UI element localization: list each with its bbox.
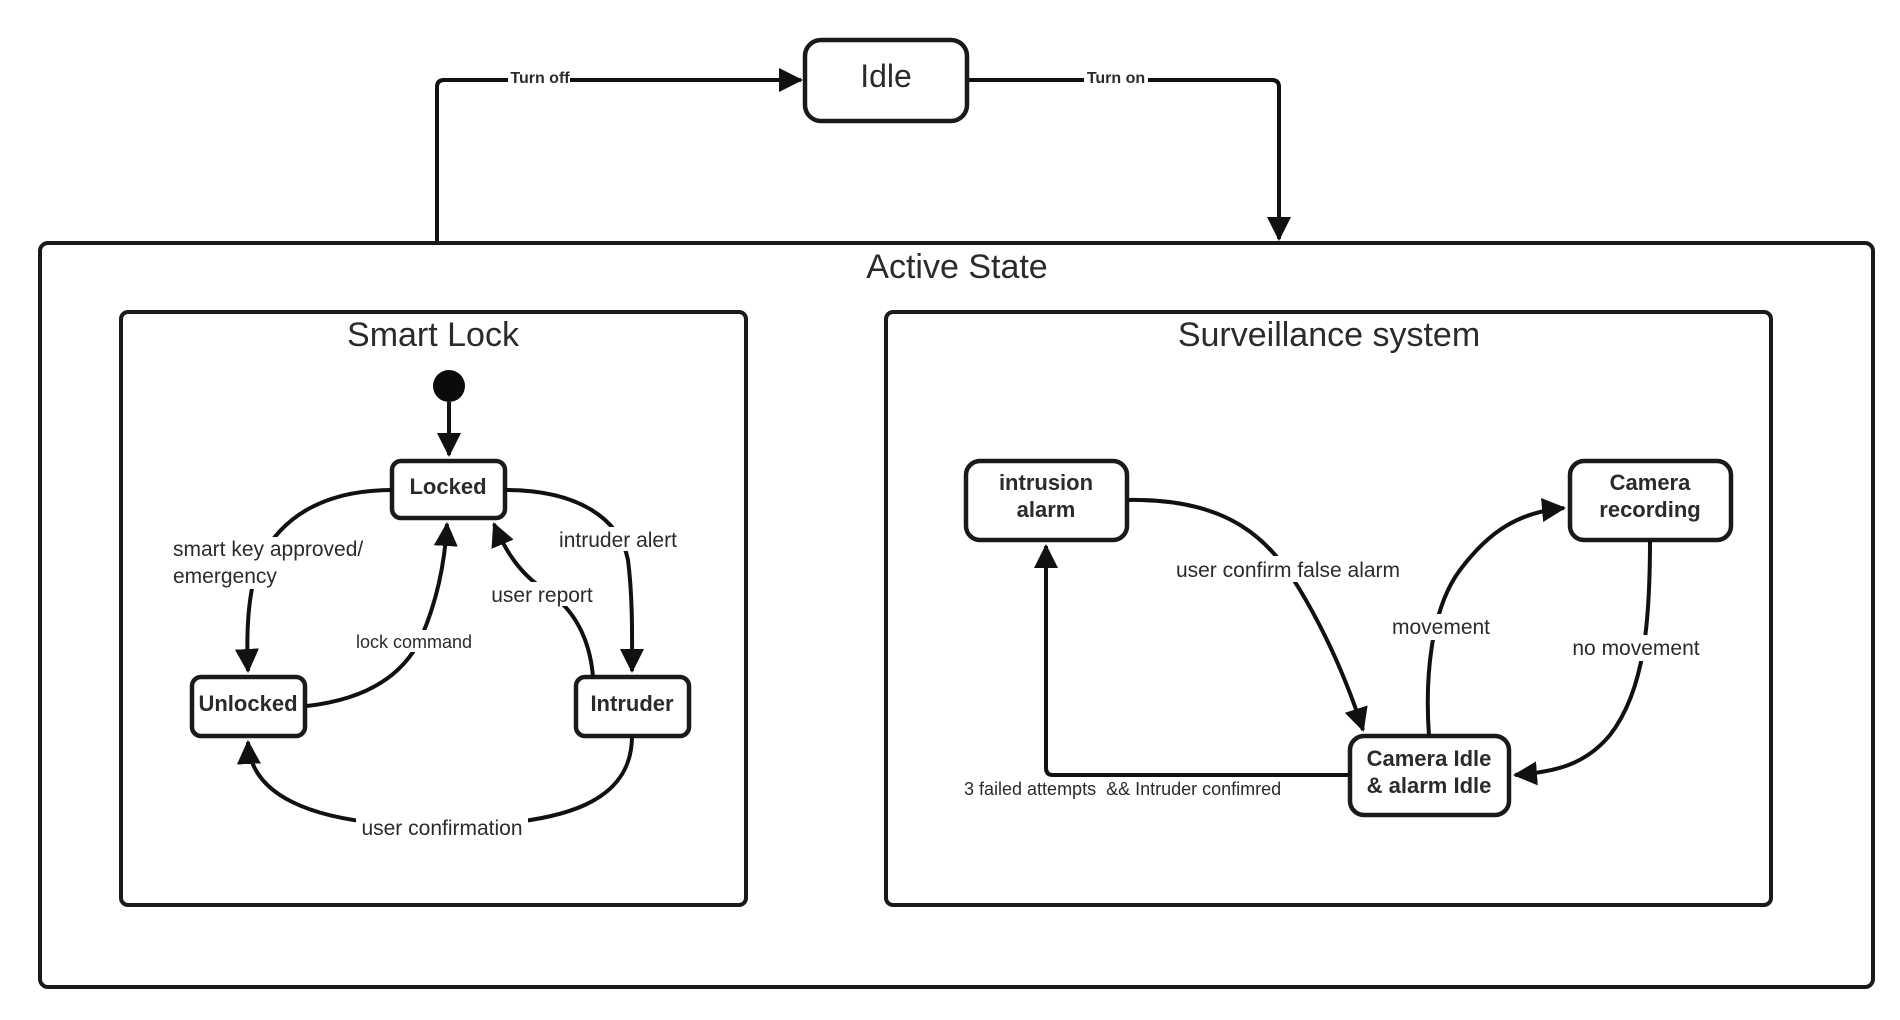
camera-recording-label-line1: Camera: [1610, 470, 1691, 495]
intrusion-alarm-label-line2: alarm: [1017, 497, 1076, 522]
movement-edge: [1425, 498, 1566, 737]
intruder-state-label: Intruder: [590, 691, 674, 716]
lock-command-label: lock command: [356, 632, 472, 652]
idle-state-box[interactable]: [802, 37, 970, 124]
surveillance-region: [884, 310, 1773, 907]
active-state-title: Active State: [866, 248, 1047, 286]
false-alarm-edge: [1126, 497, 1368, 732]
smart-key-label-line2: emergency: [173, 565, 277, 588]
turn-off-label: Turn off: [510, 70, 570, 87]
failed-attempts-edge: [1034, 544, 1350, 777]
smart-key-label-line1: smart key approved/: [173, 538, 363, 561]
intruder-alert-label: intruder alert: [559, 529, 677, 552]
camera-idle-label-line2: & alarm Idle: [1367, 773, 1492, 798]
idle-state-label: Idle: [860, 58, 912, 94]
smart-lock-title: Smart Lock: [347, 316, 520, 354]
user-confirmation-label: user confirmation: [361, 817, 522, 840]
camera-idle-label-line1: Camera Idle: [1367, 746, 1492, 771]
intruder-alert-edge: [504, 488, 645, 673]
turn-off-edge: [435, 68, 803, 242]
surveillance-title: Surveillance system: [1178, 316, 1480, 354]
no-movement-edge: [1513, 539, 1652, 786]
false-alarm-label: user confirm false alarm: [1176, 559, 1400, 582]
initial-state-dot: [433, 370, 465, 402]
intrusion-alarm-label-line1: intrusion: [999, 470, 1093, 495]
unlocked-state-label: Unlocked: [198, 691, 297, 716]
user-report-label: user report: [491, 584, 593, 607]
turn-on-edge: [969, 78, 1291, 241]
locked-state-label: Locked: [409, 474, 486, 499]
unlocked-state-box[interactable]: [189, 674, 308, 739]
turn-on-label: Turn on: [1087, 70, 1145, 87]
no-movement-label: no movement: [1572, 637, 1699, 660]
movement-label: movement: [1392, 616, 1490, 639]
failed-attempts-label: 3 failed attempts && Intruder confimred: [964, 779, 1281, 799]
intrusion-alarm-state-box[interactable]: [963, 458, 1130, 543]
camera-recording-label-line2: recording: [1599, 497, 1700, 522]
